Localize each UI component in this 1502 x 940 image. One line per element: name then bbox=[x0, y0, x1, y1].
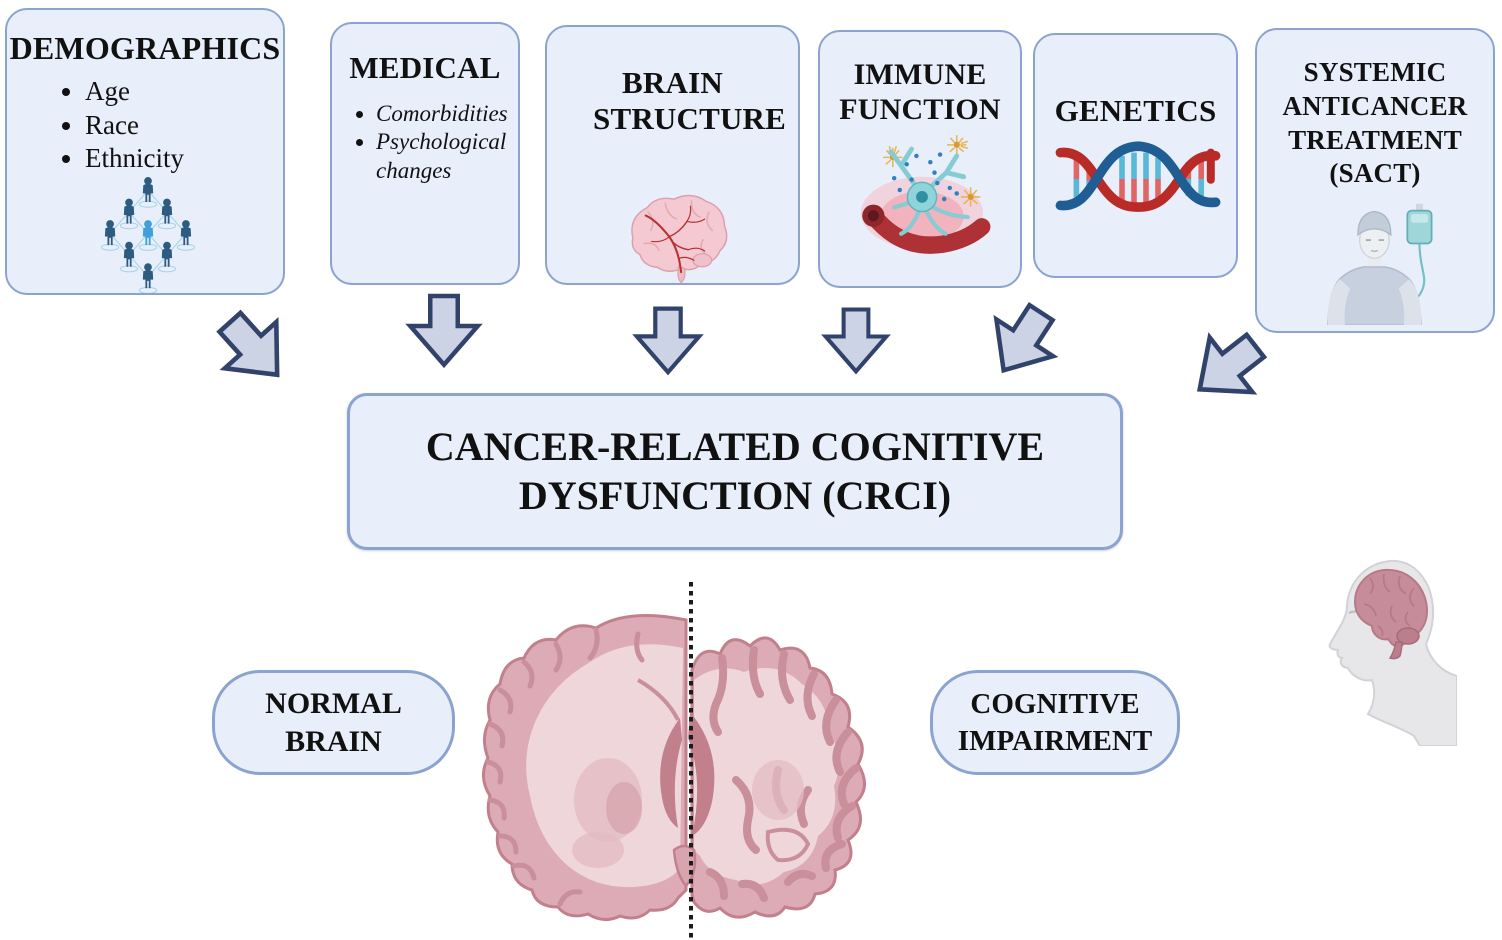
arrow-brain-structure-to-crci bbox=[631, 302, 705, 380]
factor-box-immune-function: IMMUNE FUNCTION bbox=[818, 30, 1022, 288]
sact-title: SYSTEMIC ANTICANCER TREATMENT (SACT) bbox=[1282, 57, 1468, 189]
factor-box-medical: MEDICAL Comorbidities Psychological chan… bbox=[330, 22, 520, 285]
crci-label: CANCER-RELATED COGNITIVE DYSFUNCTION (CR… bbox=[425, 423, 1045, 518]
population-network-icon bbox=[73, 168, 223, 294]
normal-hemisphere bbox=[482, 614, 688, 921]
cognitive-impairment-label: COGNITIVE IMPAIRMENT bbox=[957, 688, 1153, 757]
dotted-midline-divider bbox=[689, 582, 693, 940]
bullet-psychological-changes: Psychological changes bbox=[376, 128, 512, 186]
medical-bullet-list: Comorbidities Psychological changes bbox=[376, 100, 518, 186]
central-crci-box: CANCER-RELATED COGNITIVE DYSFUNCTION (CR… bbox=[347, 393, 1123, 550]
arrow-immune-to-crci bbox=[820, 302, 892, 380]
demographics-bullet-list: Age Race Ethnicity bbox=[85, 75, 283, 176]
bullet-age: Age bbox=[85, 75, 283, 109]
brain-side-icon bbox=[599, 185, 749, 285]
demographics-title: DEMOGRAPHICS bbox=[9, 30, 281, 66]
cognitive-impairment-pill: COGNITIVE IMPAIRMENT bbox=[930, 670, 1180, 775]
arrow-medical-to-crci bbox=[404, 292, 484, 370]
immune-function-title: IMMUNE FUNCTION bbox=[839, 58, 1001, 126]
arrow-genetics-to-crci bbox=[963, 282, 1080, 403]
head-profile-with-brain-icon bbox=[1322, 556, 1457, 746]
genetics-title: GENETICS bbox=[1054, 93, 1217, 128]
normal-brain-pill: NORMAL BRAIN bbox=[212, 670, 455, 775]
bullet-ethnicity: Ethnicity bbox=[85, 142, 283, 176]
normal-brain-label: NORMAL BRAIN bbox=[265, 687, 402, 758]
neuron-immune-cells-icon bbox=[852, 124, 992, 256]
arrow-demographics-to-crci bbox=[196, 291, 312, 407]
factor-box-demographics: DEMOGRAPHICS Age Race Ethnicity bbox=[5, 8, 285, 295]
bullet-race: Race bbox=[85, 109, 283, 143]
bullet-comorbidities: Comorbidities bbox=[376, 100, 512, 129]
atrophied-hemisphere bbox=[688, 636, 866, 919]
dna-helix-icon bbox=[1048, 135, 1228, 223]
brain-structure-title: BRAIN STRUCTURE bbox=[593, 65, 787, 136]
chemotherapy-patient-icon bbox=[1312, 195, 1442, 326]
coronal-brain-section-illustration bbox=[478, 600, 884, 940]
factor-box-sact: SYSTEMIC ANTICANCER TREATMENT (SACT) bbox=[1255, 28, 1495, 333]
factor-box-brain-structure: BRAIN STRUCTURE bbox=[545, 25, 800, 285]
factor-box-genetics: GENETICS bbox=[1033, 33, 1238, 278]
medical-title: MEDICAL bbox=[349, 50, 501, 85]
arrow-sact-to-crci bbox=[1169, 310, 1286, 426]
